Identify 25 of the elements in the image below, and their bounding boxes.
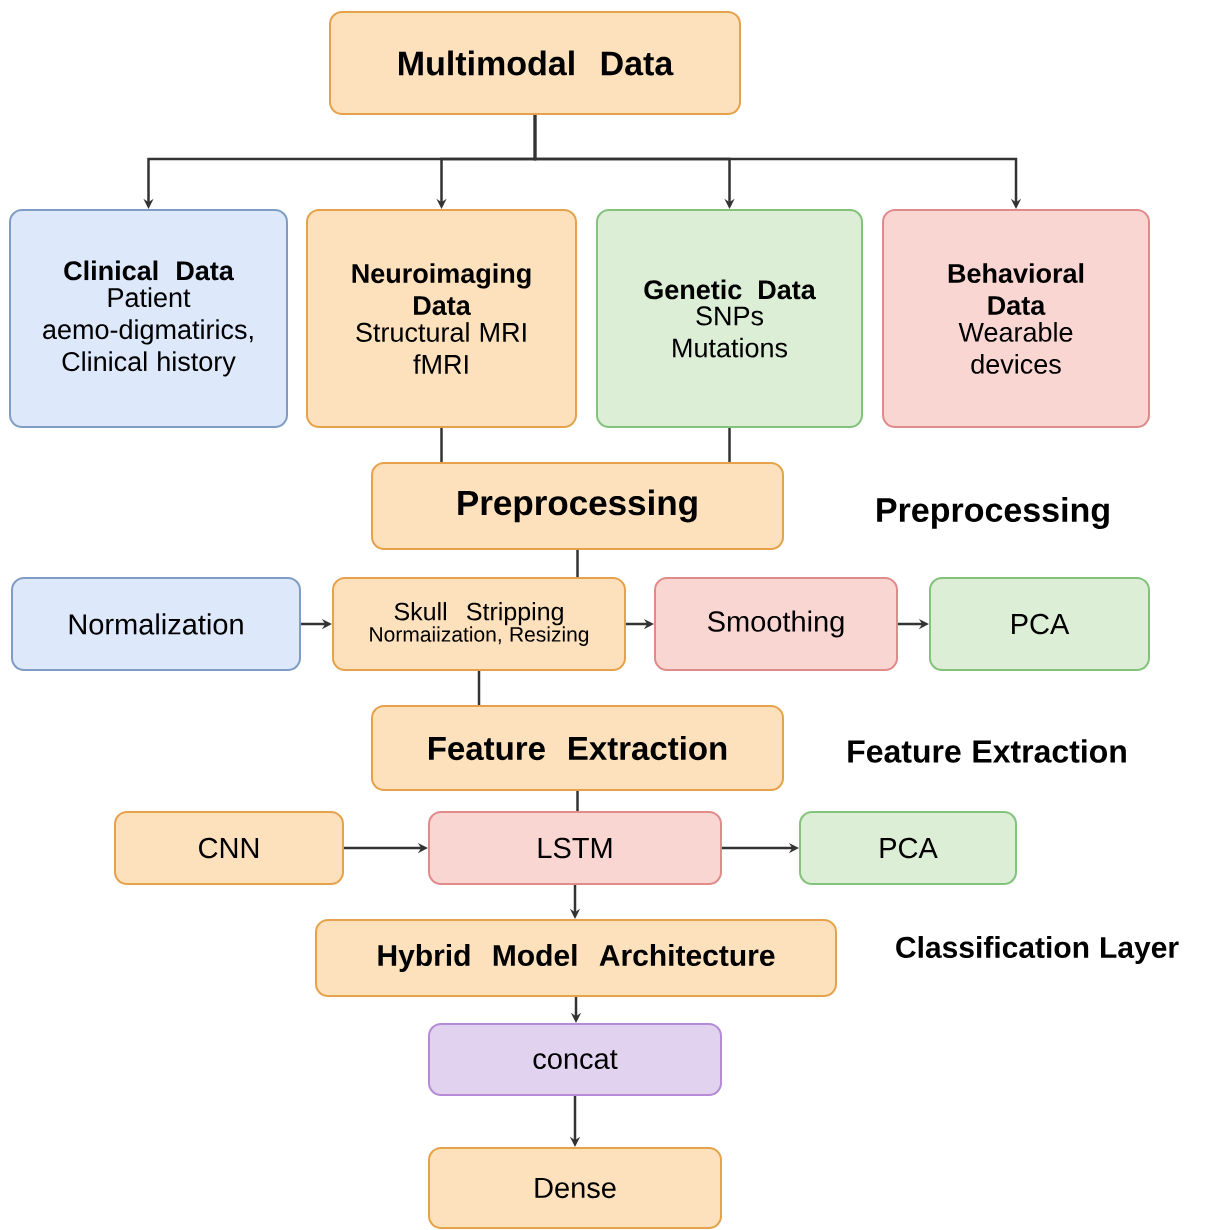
section-heading: Classification Layer (896, 936, 1179, 964)
process-box: Smoothing (654, 577, 898, 671)
connector-line (440, 428, 443, 462)
process-box: Neuroimaging Data Structural MRI fMRI (306, 209, 577, 428)
connector-line (728, 428, 731, 462)
process-box: LSTM (428, 811, 722, 885)
connector-line (576, 791, 579, 811)
process-box: Skull Stripping Normaiization, Resizing (332, 577, 626, 671)
process-box: Normalization (11, 577, 301, 671)
connector-line (477, 671, 481, 705)
process-box: PCA (799, 811, 1017, 885)
process-box: Preprocessing (371, 462, 784, 550)
process-box: Genetic Data SNPs Mutations (596, 209, 863, 428)
section-heading: Preprocessing (877, 497, 1109, 529)
process-box: Feature Extraction (371, 705, 784, 791)
section-heading: Feature Extraction (848, 739, 1126, 763)
process-box: concat (428, 1023, 722, 1096)
connector-line (576, 550, 579, 577)
process-box: Hybrid Model Architecture (315, 919, 837, 997)
process-box: Dense (428, 1147, 722, 1229)
process-box: Behavioral Data Wearable devices (882, 209, 1150, 428)
process-box: Multimodal Data (329, 11, 741, 115)
process-box: CNN (114, 811, 344, 885)
process-box: PCA (929, 577, 1150, 671)
process-box: Clinical Data Patient aemo-digmatirics, Clinical history (9, 209, 288, 428)
